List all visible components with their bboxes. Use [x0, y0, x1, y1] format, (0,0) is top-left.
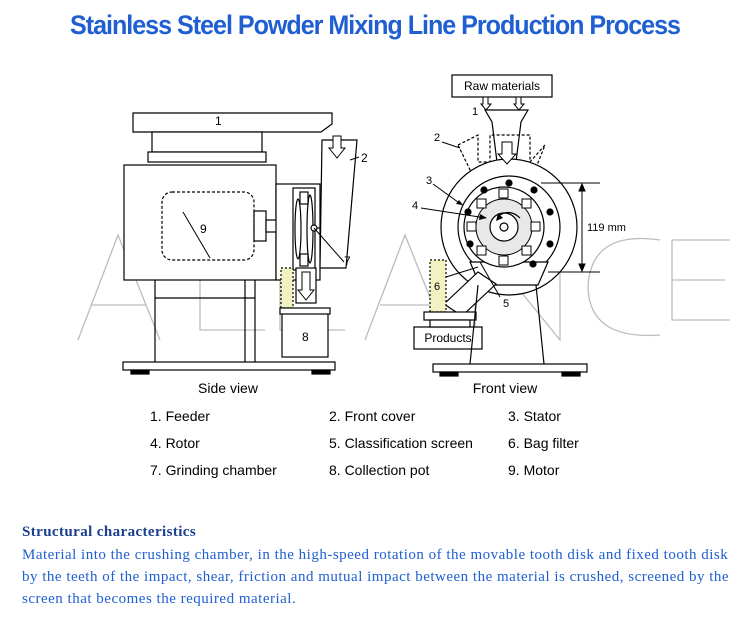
legend-item-grinding-chamber: 7. Grinding chamber: [150, 462, 277, 478]
rotation-arrowhead: [496, 213, 503, 221]
structural-body: Material into the crushing chamber, in t…: [22, 547, 730, 607]
products-label: Products: [424, 331, 471, 345]
raw-materials-label: Raw materials: [464, 79, 540, 93]
legend-item-feeder: 1. Feeder: [150, 408, 210, 424]
front-cover: [319, 139, 358, 269]
front-callout-5: 5: [503, 298, 509, 310]
legend-item-front-cover: 2. Front cover: [329, 408, 416, 424]
dimension-line: [541, 182, 600, 273]
callout-4-arrowhead: [479, 214, 487, 220]
front-flow-arrows: [479, 96, 526, 165]
collection-pot: [281, 312, 329, 358]
legend-item-classification-screen: 5. Classification screen: [329, 435, 473, 451]
legend-item-motor: 9. Motor: [508, 462, 560, 478]
side-callout-8: 8: [302, 330, 309, 344]
front-view-drawing: [413, 74, 588, 377]
front-callout-1: 1: [472, 106, 478, 118]
side-callout-7: 7: [344, 254, 351, 268]
front-view-caption: Front view: [473, 380, 538, 396]
machine-diagram: 1 2 7 8 9 Side view: [77, 74, 730, 396]
front-base: [432, 363, 588, 373]
side-callout-leaders: [313, 156, 360, 263]
front-callout-4: 4: [412, 200, 418, 212]
dimension-label: 119 mm: [587, 222, 626, 234]
legend-item-bag-filter: 6. Bag filter: [508, 435, 579, 451]
front-callout-2: 2: [434, 132, 440, 144]
front-callout-leaders: [420, 141, 501, 298]
legend-item-rotor: 4. Rotor: [150, 435, 200, 451]
feeder-neck: [151, 131, 263, 153]
legend-item-stator: 3. Stator: [508, 408, 561, 424]
callout-3-arrowhead: [456, 200, 463, 205]
page-title: Stainless Steel Powder Mixing Line Produ…: [70, 10, 681, 40]
side-flow-arrows: [296, 135, 347, 301]
side-view-drawing: [122, 112, 358, 375]
side-callout-9: 9: [200, 222, 207, 236]
raw-materials-box: [451, 74, 553, 98]
front-callout-6: 6: [434, 281, 440, 293]
rotation-arrow: [497, 211, 521, 219]
front-callout-3: 3: [426, 175, 432, 187]
motor-housing: [123, 164, 277, 281]
feeder-plate: [132, 112, 333, 133]
side-callout-1: 1: [215, 114, 222, 128]
legend-item-collection-pot: 8. Collection pot: [329, 462, 430, 478]
side-callout-2: 2: [361, 151, 368, 165]
side-base: [122, 361, 336, 371]
structural-heading: Structural characteristics: [22, 524, 197, 540]
side-view-caption: Side view: [198, 380, 259, 396]
